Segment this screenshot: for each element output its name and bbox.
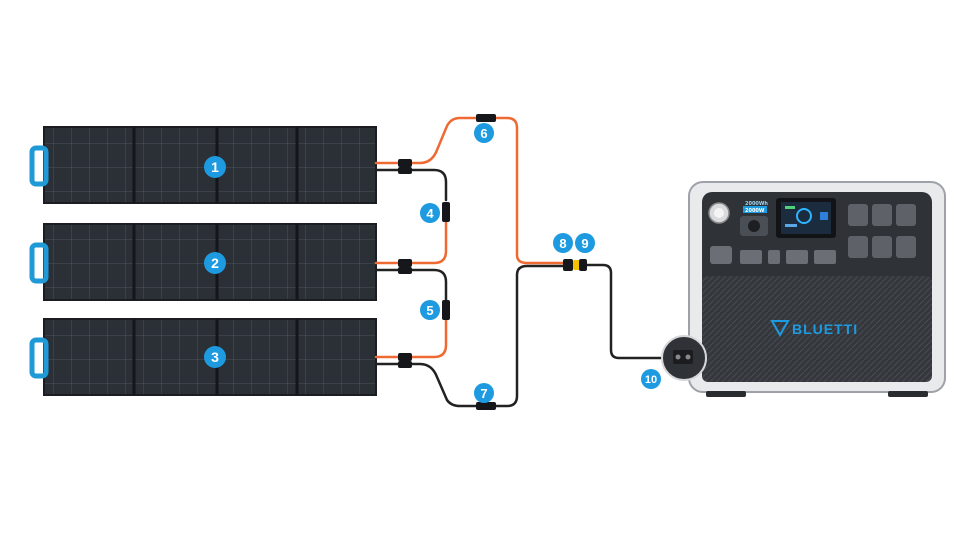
badge-7: 7 — [474, 383, 494, 403]
svg-text:8: 8 — [559, 236, 566, 251]
ac-outlets[interactable] — [848, 204, 916, 258]
badge-1: 1 — [204, 156, 226, 178]
badge-10: 10 — [641, 369, 661, 389]
brand-logo: BLUETTI — [792, 321, 858, 337]
svg-text:3: 3 — [211, 349, 219, 365]
badge-4: 4 — [420, 203, 440, 223]
badge-5: 5 — [420, 300, 440, 320]
svg-text:6: 6 — [480, 126, 487, 141]
badge-3: 3 — [204, 346, 226, 368]
usb-ports[interactable] — [710, 246, 836, 264]
badge-9: 9 — [575, 233, 595, 253]
solar-panel-1 — [29, 126, 377, 204]
wiring — [374, 116, 674, 408]
svg-text:2: 2 — [211, 255, 219, 271]
output-label: 2000W — [745, 208, 765, 214]
capacity-label: 2000Wh — [745, 201, 768, 207]
solar-panel-2 — [29, 223, 377, 301]
svg-text:9: 9 — [581, 236, 588, 251]
power-station: 2000Wh 2000W BL — [661, 181, 946, 397]
svg-text:1: 1 — [211, 159, 219, 175]
svg-text:7: 7 — [480, 386, 487, 401]
badge-2: 2 — [204, 252, 226, 274]
svg-text:4: 4 — [426, 206, 434, 221]
badge-6: 6 — [474, 123, 494, 143]
cable-connectors — [398, 114, 587, 410]
svg-text:5: 5 — [426, 303, 433, 318]
panel-handle[interactable] — [29, 337, 49, 379]
panel-handle[interactable] — [29, 242, 49, 284]
svg-text:10: 10 — [645, 374, 657, 386]
badge-8: 8 — [553, 233, 573, 253]
panel-handle[interactable] — [29, 145, 49, 187]
